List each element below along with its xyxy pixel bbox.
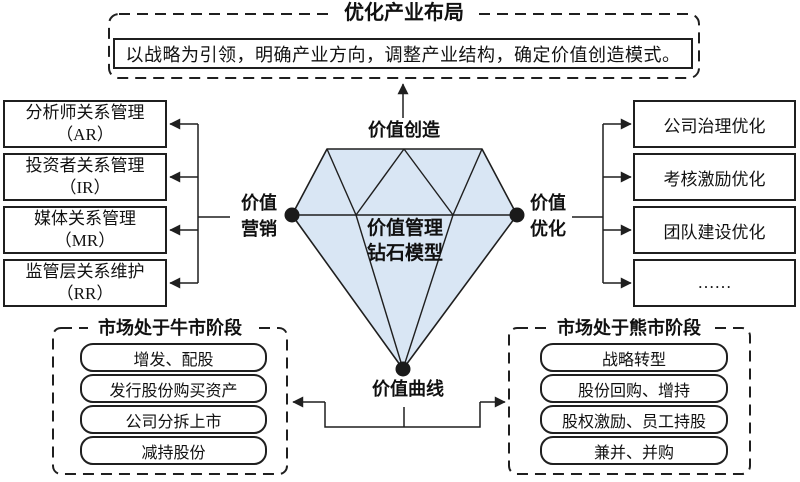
- right-connector-tree: [572, 118, 632, 289]
- bull-item-issuance-box: 增发、配股: [80, 343, 267, 372]
- more-items-box: ……: [633, 259, 796, 307]
- diamond-model-title-line2: 钻石模型: [366, 243, 444, 264]
- bull-item-spinoff-box: 公司分拆上市: [80, 405, 267, 434]
- value-marketing-line1: 价值: [241, 193, 277, 213]
- bear-item-strategic-transform-box: 战略转型: [540, 343, 728, 372]
- bear-market-title: 市场处于熊市阶段: [547, 318, 711, 338]
- diamond-shape: [291, 148, 518, 370]
- bull-item-reduce-holdings-box: 减持股份: [80, 436, 267, 465]
- diamond-model-title: 价值管理 钻石模型: [367, 216, 443, 266]
- bull-market-title: 市场处于牛市阶段: [88, 318, 252, 338]
- industry-layout-title: 优化产业布局: [334, 2, 474, 24]
- governance-optimization-box: 公司治理优化: [633, 100, 796, 148]
- investor-relations-box: 投资者关系管理 （IR）: [3, 153, 167, 201]
- strategy-statement-box: 以战略为引领，明确产业方向，调整产业结构，确定价值创造模式。: [113, 38, 693, 69]
- facet-line: [403, 148, 454, 216]
- facet-line: [355, 214, 404, 370]
- facet-line: [355, 148, 405, 216]
- box-label: 监管层关系维护: [25, 262, 145, 281]
- bottom-connector-tree: [292, 396, 506, 428]
- bottom-vertex-dot: [395, 361, 411, 377]
- bull-item-share-purchase-box: 发行股份购买资产: [80, 374, 267, 403]
- industry-layout-dashed-frame: [108, 13, 700, 79]
- left-vertex-dot: [284, 207, 300, 223]
- diamond-model-title-line1: 价值管理: [366, 218, 444, 239]
- box-label: 分析师关系管理: [25, 103, 145, 122]
- value-creation-label: 价值创造: [368, 120, 440, 140]
- box-abbr: （RR）: [56, 284, 114, 303]
- analyst-relations-box: 分析师关系管理 （AR）: [3, 100, 167, 148]
- diamond-facet-lines: [292, 148, 517, 370]
- box-label: 媒体关系管理: [34, 209, 136, 228]
- value-optimization-line2: 优化: [530, 219, 566, 239]
- facet-line: [402, 214, 454, 370]
- bear-item-equity-incentive-box: 股权激励、员工持股: [540, 405, 728, 434]
- value-curve-label: 价值曲线: [372, 379, 444, 399]
- bear-item-merger-box: 兼并、并购: [540, 436, 728, 465]
- regulator-relations-box: 监管层关系维护 （RR）: [3, 259, 167, 307]
- right-vertex-dot: [509, 207, 525, 223]
- bear-item-buyback-box: 股份回购、增持: [540, 374, 728, 403]
- box-abbr: （MR）: [54, 231, 116, 250]
- incentive-optimization-box: 考核激励优化: [633, 153, 796, 201]
- value-optimization-label: 价值 优化: [530, 190, 566, 242]
- box-abbr: （AR）: [56, 125, 114, 144]
- left-connector-tree: [169, 118, 230, 289]
- facet-line: [452, 148, 483, 216]
- facet-line: [326, 148, 357, 216]
- team-building-optimization-box: 团队建设优化: [633, 206, 796, 254]
- value-optimization-line1: 价值: [530, 193, 566, 213]
- value-marketing-line2: 营销: [241, 219, 277, 239]
- media-relations-box: 媒体关系管理 （MR）: [3, 206, 167, 254]
- bottom-connector-path: [324, 402, 481, 428]
- box-label: 投资者关系管理: [25, 156, 145, 175]
- box-abbr: （IR）: [59, 178, 111, 197]
- value-marketing-label: 价值 营销: [241, 190, 277, 242]
